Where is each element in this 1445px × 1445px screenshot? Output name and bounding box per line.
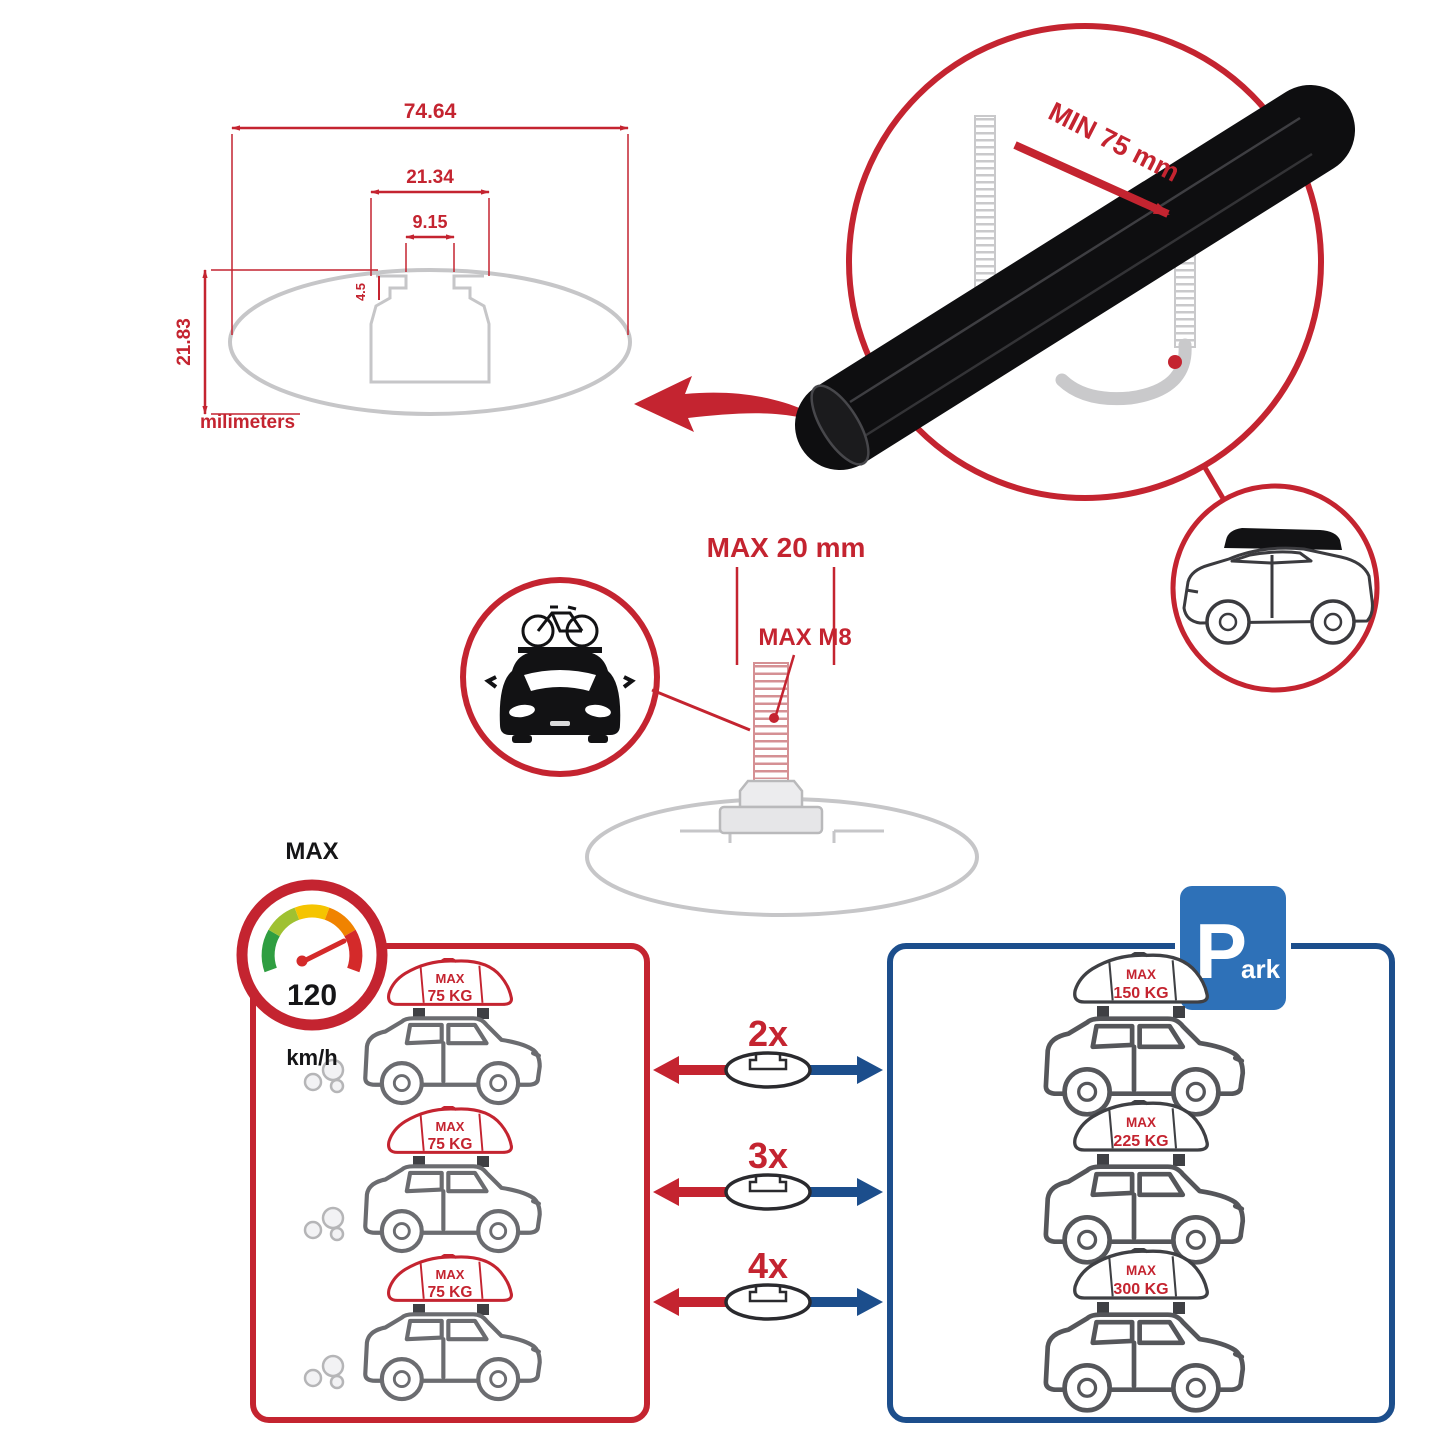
speed-unit: km/h — [286, 1045, 337, 1070]
multiplier-row: 3x — [653, 1135, 883, 1211]
driving-panel-border — [250, 943, 650, 1423]
speed-max-title: MAX — [285, 838, 338, 865]
bike-car-badge — [460, 577, 751, 777]
bag-max-label: MAX — [1126, 1263, 1156, 1278]
roof-box — [1224, 528, 1342, 550]
bolt-spec-diagram: MAX 20 mm MAX M8 — [460, 532, 979, 917]
min-span-label: MIN 75 mm — [1044, 96, 1185, 187]
parked-car-row: MAX 225 KG — [1046, 1100, 1243, 1262]
dim-outer-width-label: 74.64 — [404, 100, 457, 123]
clamp-bolt-top — [974, 115, 996, 291]
right-arrow — [805, 1178, 883, 1206]
bag-weight-label: 300 KG — [1113, 1281, 1168, 1298]
speed-limit-badge: MAX 120 km/h — [236, 838, 388, 1070]
max-thread-leader — [774, 654, 796, 716]
multiplier-label: 2x — [748, 1013, 788, 1054]
bag-weight-label: 150 KG — [1113, 985, 1168, 1002]
units-label: milimeters — [200, 412, 295, 433]
bike-icon — [521, 605, 599, 648]
bag-weight-label: 75 KG — [428, 1284, 473, 1301]
suv-wheels — [1205, 599, 1356, 645]
motion-puffs — [303, 1058, 345, 1094]
bag-max-label: MAX — [1126, 1115, 1156, 1130]
dim-total-height-label: 21.83 — [174, 318, 195, 366]
left-arrow — [653, 1056, 731, 1084]
suv-roofbox-badge — [1170, 483, 1380, 693]
bag-max-label: MAX — [1126, 967, 1156, 982]
badge-leader-line — [651, 688, 751, 732]
bag-max-label: MAX — [436, 1267, 465, 1282]
dimension-lines — [202, 125, 629, 415]
speedometer-gauge — [261, 904, 363, 973]
left-arrow — [653, 1178, 731, 1206]
bag-max-label: MAX — [436, 1119, 465, 1134]
badge-connector-line — [1201, 464, 1227, 502]
motion-puffs — [303, 1206, 345, 1242]
parked-car-row: MAX 300 KG — [1046, 1248, 1243, 1410]
dim-lip-depth-label: 4.5 — [353, 283, 368, 301]
driving-car-row: MAX 75 KG — [303, 1106, 540, 1251]
load-capacity-section: P ark MAX 75 KG MAX 75 KG — [250, 881, 1395, 1423]
crossbar-black-bar — [795, 85, 1355, 470]
roof-rack-bar — [518, 647, 602, 653]
bag-weight-label: 75 KG — [428, 988, 473, 1005]
max-thread-label: MAX M8 — [758, 624, 851, 651]
pointer-arrow-to-drawing — [634, 376, 838, 432]
min-span-arrow — [1013, 141, 1170, 218]
clamp-point-dot — [1168, 355, 1182, 369]
bag-weight-label: 225 KG — [1113, 1133, 1168, 1150]
speedometer-needle — [297, 938, 347, 966]
bag-weight-label: 75 KG — [428, 1136, 473, 1153]
max-length-label: MAX 20 mm — [707, 532, 866, 563]
profile-dimension-drawing: 74.64 21.34 9.15 4.5 21.83 milimeters — [174, 100, 632, 433]
dim-slot-width-label: 21.34 — [406, 167, 454, 188]
parked-car-row: MAX 150 KG — [1046, 952, 1243, 1114]
car-front-silhouette — [484, 653, 636, 743]
multiplier-label: 4x — [748, 1245, 788, 1286]
crossbar-3d-view: MIN 75 mm — [795, 23, 1380, 693]
crossbar-profile-outline — [228, 268, 632, 416]
driving-car-row: MAX 75 KG — [303, 1254, 540, 1399]
multiplier-row: 2x — [653, 1013, 883, 1089]
motion-puffs — [303, 1354, 345, 1390]
zoom-circle — [846, 23, 1324, 501]
dim-opening-width-label: 9.15 — [412, 212, 447, 232]
bag-max-label: MAX — [436, 971, 465, 986]
driving-car-row: MAX 75 KG — [303, 958, 540, 1103]
right-arrow — [805, 1288, 883, 1316]
t-bolt — [718, 662, 824, 835]
max-thread-dot — [769, 713, 779, 723]
multiplier-label: 3x — [748, 1135, 788, 1176]
park-sign-suffix: ark — [1241, 954, 1281, 984]
left-arrow — [653, 1288, 731, 1316]
multiplier-row: 4x — [653, 1245, 883, 1321]
parked-panel-border — [887, 943, 1395, 1423]
speed-value: 120 — [287, 979, 337, 1012]
needle-pivot — [296, 955, 308, 967]
right-arrow — [805, 1056, 883, 1084]
